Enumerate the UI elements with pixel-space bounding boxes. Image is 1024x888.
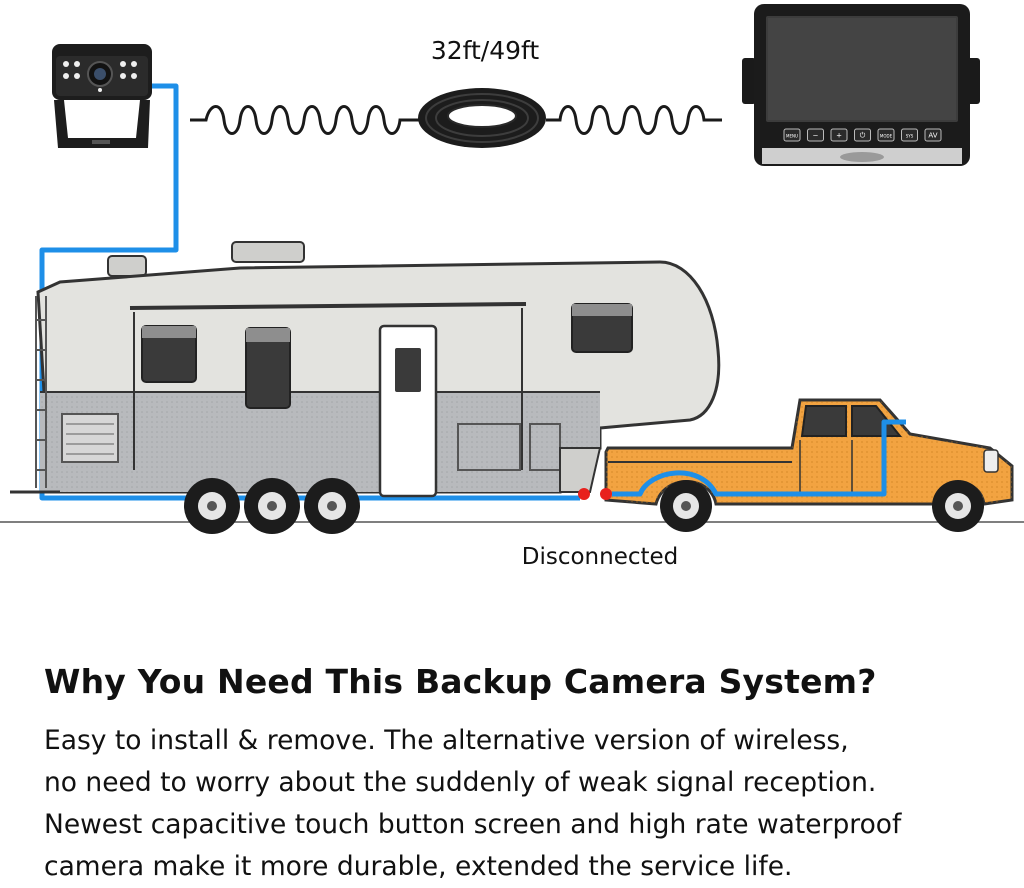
connector-plug-trailer <box>578 488 590 500</box>
description-line-4: camera make it more durable, extended th… <box>44 851 793 882</box>
monitor-button: AV <box>924 128 942 142</box>
monitor-button: − <box>807 128 824 142</box>
description-line-1: Easy to install & remove. The alternativ… <box>44 725 849 756</box>
monitor-button: + <box>830 128 848 142</box>
description-line-3: Newest capacitive touch button screen an… <box>44 809 902 840</box>
monitor-button-label: AV <box>928 132 937 140</box>
monitor-button: ⏻ <box>854 128 871 142</box>
cable-coil-right <box>546 105 722 135</box>
monitor-button-label: MENU <box>786 134 798 139</box>
cable-length-label: 32ft/49ft <box>430 36 540 65</box>
monitor-icon <box>742 4 980 166</box>
pickup-truck <box>604 398 1014 532</box>
monitor-button-label: MODE <box>880 134 893 139</box>
cable-coil-left <box>190 105 420 135</box>
monitor-button-label: ⏻ <box>860 132 866 140</box>
monitor-button-label: + <box>836 132 842 140</box>
truck-power-cable <box>612 419 906 497</box>
monitor-button: MENU <box>783 128 801 142</box>
monitor-button-label: − <box>813 132 819 140</box>
fifth-wheel-trailer <box>10 241 721 534</box>
backup-camera-icon <box>52 44 152 148</box>
section-heading: Why You Need This Backup Camera System? <box>44 662 877 701</box>
cable-reel-icon <box>418 88 546 148</box>
connector-plug-truck <box>600 488 612 500</box>
disconnected-label: Disconnected <box>521 544 679 570</box>
monitor-button: MODE <box>877 128 895 142</box>
monitor-button: SYS <box>901 128 918 142</box>
monitor-button-label: SYS <box>906 134 914 139</box>
rv-camera-illustration: MENU − + ⏻ MODE SYS AV <box>0 4 1024 534</box>
description-text: Easy to install & remove. The alternativ… <box>44 720 1004 888</box>
camera-video-cable <box>39 83 580 501</box>
description-line-2: no need to worry about the suddenly of w… <box>44 767 877 798</box>
